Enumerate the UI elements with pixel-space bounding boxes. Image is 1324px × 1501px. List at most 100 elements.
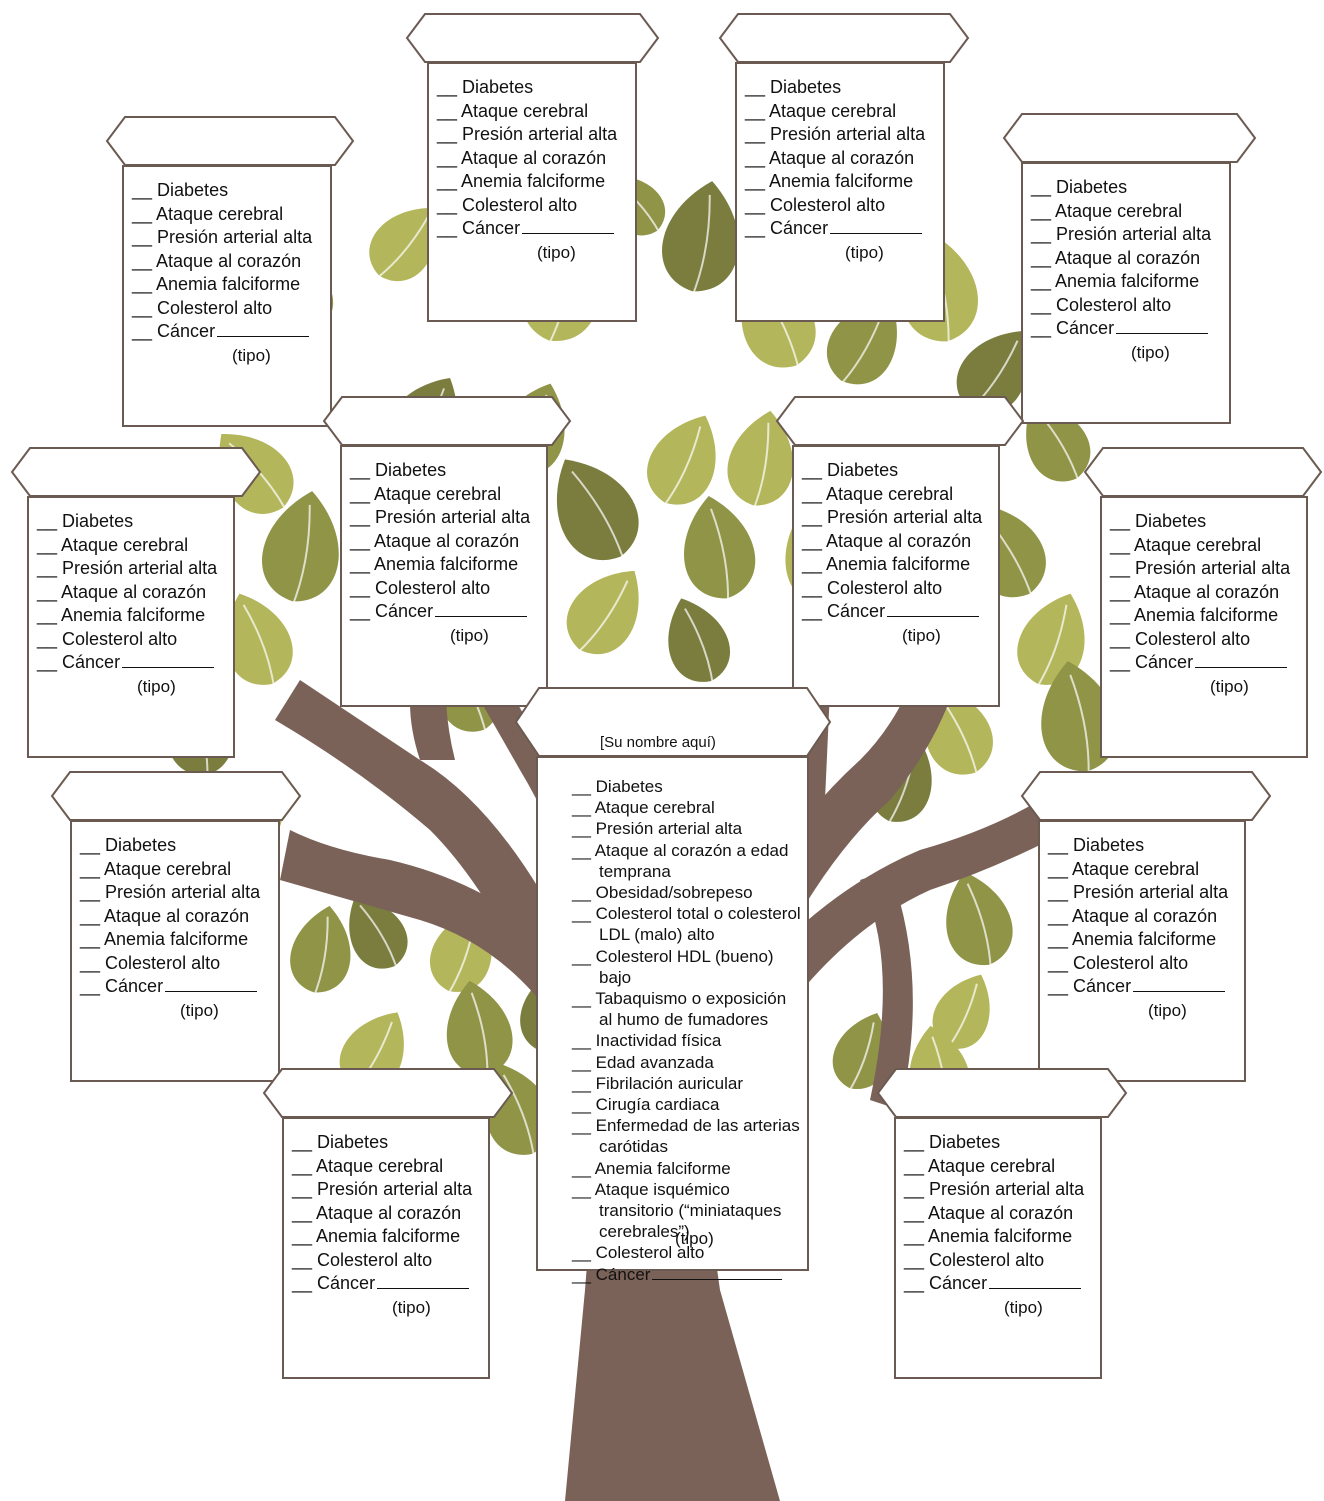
condition-item[interactable]: Diabetes [292,1131,488,1155]
condition-item[interactable]: Diabetes [745,76,943,100]
condition-item[interactable]: Cáncer [745,217,943,241]
condition-item[interactable]: Colesterol alto [1110,628,1306,652]
cancer-type-blank[interactable] [830,218,923,234]
relative-name-tag[interactable] [105,115,355,171]
condition-item[interactable]: Fibrilación auricular [572,1073,803,1094]
condition-item[interactable]: Colesterol alto [292,1249,488,1273]
condition-item[interactable]: Ataque cerebral [80,858,278,882]
condition-item[interactable]: Diabetes [37,510,233,534]
condition-item[interactable]: Colesterol alto [80,952,278,976]
condition-item[interactable]: Anemia falciforme [292,1225,488,1249]
condition-item[interactable]: Enfermedad de las arterias carótidas [572,1115,803,1157]
relative-name-tag[interactable] [1002,112,1257,168]
condition-item[interactable]: Presión arterial alta [802,506,998,530]
condition-item[interactable]: Anemia falciforme [132,273,330,297]
cancer-type-blank[interactable] [652,1264,783,1280]
relative-name-tag[interactable] [1020,770,1272,826]
condition-item[interactable]: Anemia falciforme [745,170,943,194]
condition-item[interactable]: Tabaquismo o exposición al humo de fumad… [572,988,803,1030]
relative-name-tag[interactable] [876,1067,1128,1123]
condition-item[interactable]: Presión arterial alta [572,818,803,839]
condition-item[interactable]: Colesterol alto [1031,294,1229,318]
condition-item[interactable]: Inactividad física [572,1030,803,1051]
relative-name-tag[interactable] [775,395,1025,451]
condition-item[interactable]: Diabetes [1110,510,1306,534]
condition-item[interactable]: Ataque cerebral [132,203,330,227]
relative-name-tag[interactable] [405,12,660,68]
condition-item[interactable]: Diabetes [437,76,635,100]
condition-item[interactable]: Ataque cerebral [572,797,803,818]
condition-item[interactable]: Presión arterial alta [437,123,635,147]
condition-item[interactable]: Cáncer [80,975,278,999]
condition-item[interactable]: Colesterol alto [802,577,998,601]
condition-item[interactable]: Colesterol alto [1048,952,1244,976]
relative-name-tag[interactable] [10,446,262,502]
condition-item[interactable]: Ataque al corazón [904,1202,1100,1226]
condition-item[interactable]: Colesterol alto [745,194,943,218]
condition-item[interactable]: Anemia falciforme [80,928,278,952]
condition-item[interactable]: Cáncer [1048,975,1244,999]
cancer-type-blank[interactable] [1133,976,1226,992]
condition-item[interactable]: Ataque cerebral [1048,858,1244,882]
condition-item[interactable]: Ataque al corazón [350,530,546,554]
condition-item[interactable]: Ataque al corazón [745,147,943,171]
condition-item[interactable]: Anemia falciforme [350,553,546,577]
condition-item[interactable]: Diabetes [572,776,803,797]
condition-item[interactable]: Presión arterial alta [1031,223,1229,247]
condition-item[interactable]: Ataque al corazón [802,530,998,554]
cancer-type-blank[interactable] [165,976,258,992]
condition-item[interactable]: Ataque al corazón [1031,247,1229,271]
condition-item[interactable]: Ataque cerebral [292,1155,488,1179]
condition-item[interactable]: Colesterol alto [132,297,330,321]
condition-item[interactable]: Cáncer [292,1272,488,1296]
condition-item[interactable]: Cirugía cardiaca [572,1094,803,1115]
condition-item[interactable]: Ataque al corazón [437,147,635,171]
condition-item[interactable]: Cáncer [904,1272,1100,1296]
condition-item[interactable]: Presión arterial alta [1110,557,1306,581]
condition-item[interactable]: Ataque cerebral [1031,200,1229,224]
condition-item[interactable]: Cáncer [1031,317,1229,341]
condition-item[interactable]: Colesterol alto [572,1242,803,1263]
condition-item[interactable]: Ataque al corazón a edad temprana [572,840,803,882]
condition-item[interactable]: Anemia falciforme [437,170,635,194]
condition-item[interactable]: Colesterol alto [904,1249,1100,1273]
condition-item[interactable]: Cáncer [350,600,546,624]
condition-item[interactable]: Diabetes [80,834,278,858]
condition-item[interactable]: Cáncer [132,320,330,344]
cancer-type-blank[interactable] [377,1273,470,1289]
condition-item[interactable]: Presión arterial alta [1048,881,1244,905]
condition-item[interactable]: Obesidad/sobrepeso [572,882,803,903]
condition-item[interactable]: Presión arterial alta [37,557,233,581]
cancer-type-blank[interactable] [522,218,615,234]
condition-item[interactable]: Ataque cerebral [1110,534,1306,558]
condition-item[interactable]: Ataque al corazón [1110,581,1306,605]
condition-item[interactable]: Anemia falciforme [802,553,998,577]
condition-item[interactable]: Ataque al corazón [80,905,278,929]
relative-name-tag[interactable] [322,395,572,451]
condition-item[interactable]: Anemia falciforme [37,604,233,628]
cancer-type-blank[interactable] [887,601,980,617]
condition-item[interactable]: Cáncer [802,600,998,624]
cancer-type-blank[interactable] [989,1273,1082,1289]
condition-item[interactable]: Cáncer [572,1264,803,1285]
condition-item[interactable]: Anemia falciforme [1048,928,1244,952]
relative-name-tag[interactable] [50,770,302,826]
condition-item[interactable]: Anemia falciforme [1110,604,1306,628]
condition-item[interactable]: Anemia falciforme [1031,270,1229,294]
relative-name-tag[interactable] [1083,446,1323,502]
condition-item[interactable]: Diabetes [1031,176,1229,200]
condition-item[interactable]: Diabetes [904,1131,1100,1155]
cancer-type-blank[interactable] [435,601,528,617]
condition-item[interactable]: Colesterol alto [437,194,635,218]
cancer-type-blank[interactable] [122,652,215,668]
cancer-type-blank[interactable] [1195,652,1288,668]
condition-item[interactable]: Diabetes [802,459,998,483]
condition-item[interactable]: Presión arterial alta [350,506,546,530]
condition-item[interactable]: Ataque al corazón [1048,905,1244,929]
condition-item[interactable]: Edad avanzada [572,1052,803,1073]
condition-item[interactable]: Presión arterial alta [80,881,278,905]
condition-item[interactable]: Diabetes [132,179,330,203]
condition-item[interactable]: Cáncer [1110,651,1306,675]
condition-item[interactable]: Ataque isquémico transitorio (“miniataqu… [572,1179,803,1243]
condition-item[interactable]: Anemia falciforme [572,1158,803,1179]
